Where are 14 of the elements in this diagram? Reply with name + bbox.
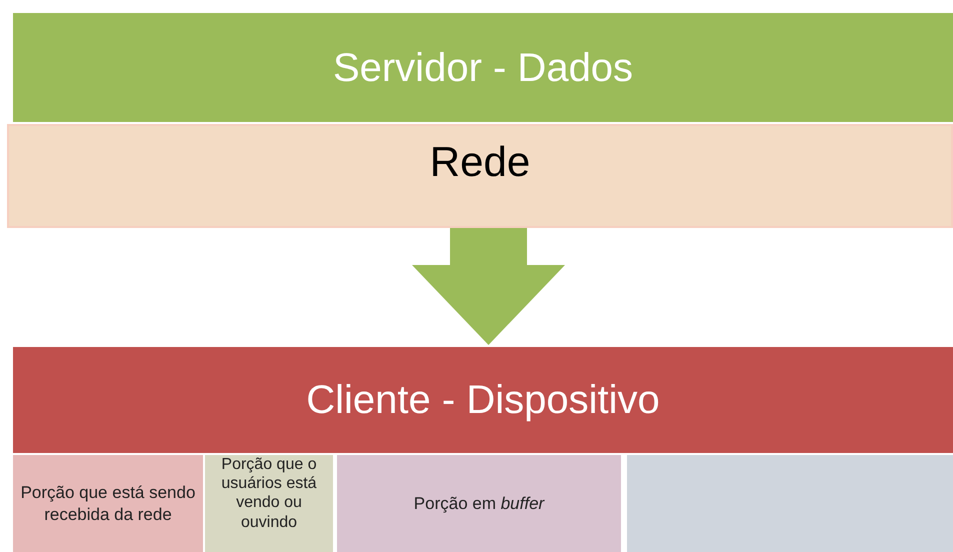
node-label: Cliente - Dispositivo bbox=[306, 377, 660, 424]
node-label: Porção em buffer bbox=[414, 492, 544, 514]
segment-box bbox=[627, 455, 953, 552]
network-band bbox=[7, 124, 953, 228]
segment-box bbox=[205, 455, 333, 552]
node-label: Rede bbox=[430, 137, 530, 187]
segment-box bbox=[337, 455, 621, 552]
header-band bbox=[13, 13, 953, 122]
node-label: Porção que está sendo recebida da rede bbox=[20, 482, 196, 525]
client-band bbox=[13, 347, 953, 453]
node-label: Porção que o usuários está vendo ou ouvindo bbox=[220, 455, 318, 532]
node-label: Servidor - Dados bbox=[332, 44, 634, 92]
segment-box bbox=[13, 455, 203, 552]
block-arrow bbox=[412, 228, 565, 345]
